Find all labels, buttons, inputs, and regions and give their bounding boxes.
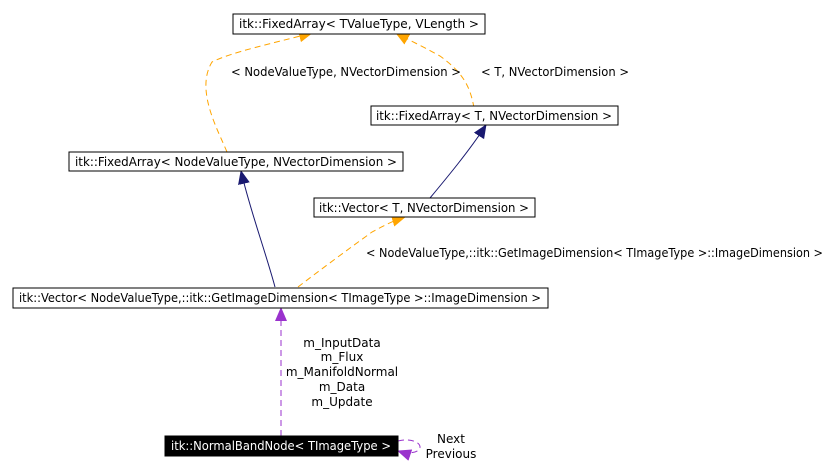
node-fixed-array-t-label: itk::FixedArray< T, NVectorDimension >	[376, 109, 612, 123]
edge-vector-t-to-fixed-array-t	[429, 124, 487, 199]
node-fixed-array-base-label: itk::FixedArray< TValueType, VLength >	[239, 17, 479, 31]
node-fixed-array-base[interactable]: itk::FixedArray< TValueType, VLength >	[232, 13, 486, 35]
node-vector-t[interactable]: itk::Vector< T, NVectorDimension >	[313, 197, 536, 218]
node-fixed-array-t[interactable]: itk::FixedArray< T, NVectorDimension >	[370, 105, 619, 126]
node-normal-band-node[interactable]: itk::NormalBandNode< TImageType >	[164, 435, 399, 457]
node-fixed-array-node[interactable]: itk::FixedArray< NodeValueType, NVectorD…	[68, 151, 404, 172]
member-label: m_ManifoldNormal	[286, 365, 398, 379]
edge-fixed-array-t-to-base	[395, 32, 475, 109]
edge-label-fixed-array-node-template: < NodeValueType, NVectorDimension >	[231, 65, 461, 79]
self-link-label: Previous	[426, 447, 477, 461]
node-vector-t-label: itk::Vector< T, NVectorDimension >	[319, 201, 529, 215]
edge-vector-node-to-fixed-array-node	[238, 170, 276, 288]
member-label: m_InputData	[303, 336, 380, 350]
edge-label-fixed-array-t-template: < T, NVectorDimension >	[481, 65, 629, 79]
node-normal-band-node-label: itk::NormalBandNode< TImageType >	[171, 439, 391, 453]
edge-label-vector-node-template: < NodeValueType,::itk::GetImageDimension…	[366, 246, 823, 260]
self-link-label: Next	[437, 432, 465, 446]
edge-fixed-array-node-to-base	[205, 30, 313, 153]
member-label: m_Flux	[321, 350, 364, 364]
edge-vector-node-to-vector-t	[297, 214, 406, 288]
node-fixed-array-node-label: itk::FixedArray< NodeValueType, NVectorD…	[75, 155, 397, 169]
member-label: m_Update	[311, 395, 372, 409]
node-vector-node[interactable]: itk::Vector< NodeValueType,::itk::GetIma…	[12, 287, 549, 309]
node-vector-node-label: itk::Vector< NodeValueType,::itk::GetIma…	[19, 291, 541, 305]
member-label: m_Data	[319, 380, 365, 394]
edge-normal-band-node-self	[397, 439, 421, 461]
